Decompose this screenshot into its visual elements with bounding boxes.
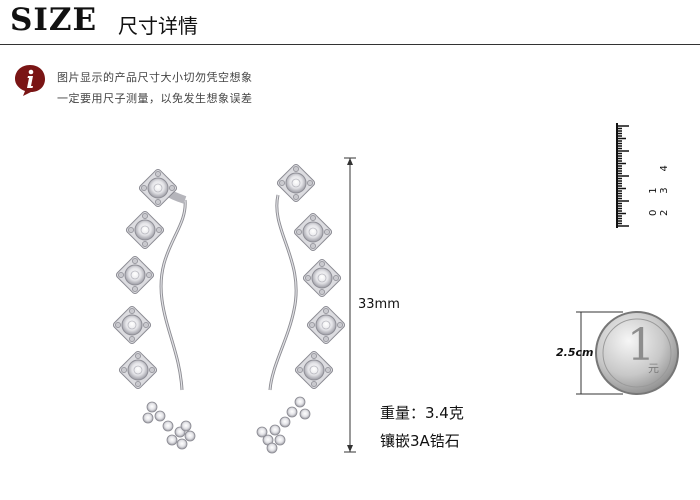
coin-image: [576, 311, 679, 395]
coin-size-label: 2.5cm: [556, 346, 594, 359]
size-details-title: 尺寸详情: [118, 14, 198, 38]
info-icon: [15, 65, 45, 96]
ruler-label: 1: [648, 187, 659, 194]
notice-line-2: 一定要用尺子测量，以免发生想象误差: [57, 92, 253, 105]
left-earring: [111, 167, 196, 450]
height-label: 33mm: [358, 297, 400, 312]
coin-unit: 元: [648, 362, 659, 375]
ruler-label: 3: [659, 187, 670, 194]
ruler-label: 4: [659, 165, 670, 172]
ruler-labels: 0 1 2 3 4: [648, 164, 670, 216]
stone-spec: 镶嵌3A锆石: [380, 432, 460, 450]
ruler-label: 0: [648, 209, 659, 216]
height-dimension-line: [344, 157, 356, 453]
earrings-image: [111, 162, 347, 454]
header-divider: [0, 44, 700, 45]
right-earring: [256, 162, 347, 454]
size-title: SIZE: [10, 2, 98, 38]
weight-spec: 重量：3.4克: [380, 404, 464, 422]
coin-denomination: 1: [627, 320, 655, 371]
ruler-icon: [616, 123, 629, 228]
notice-line-1: 图片显示的产品尺寸大小切勿凭空想象: [57, 71, 253, 84]
ruler-label: 2: [659, 209, 670, 216]
